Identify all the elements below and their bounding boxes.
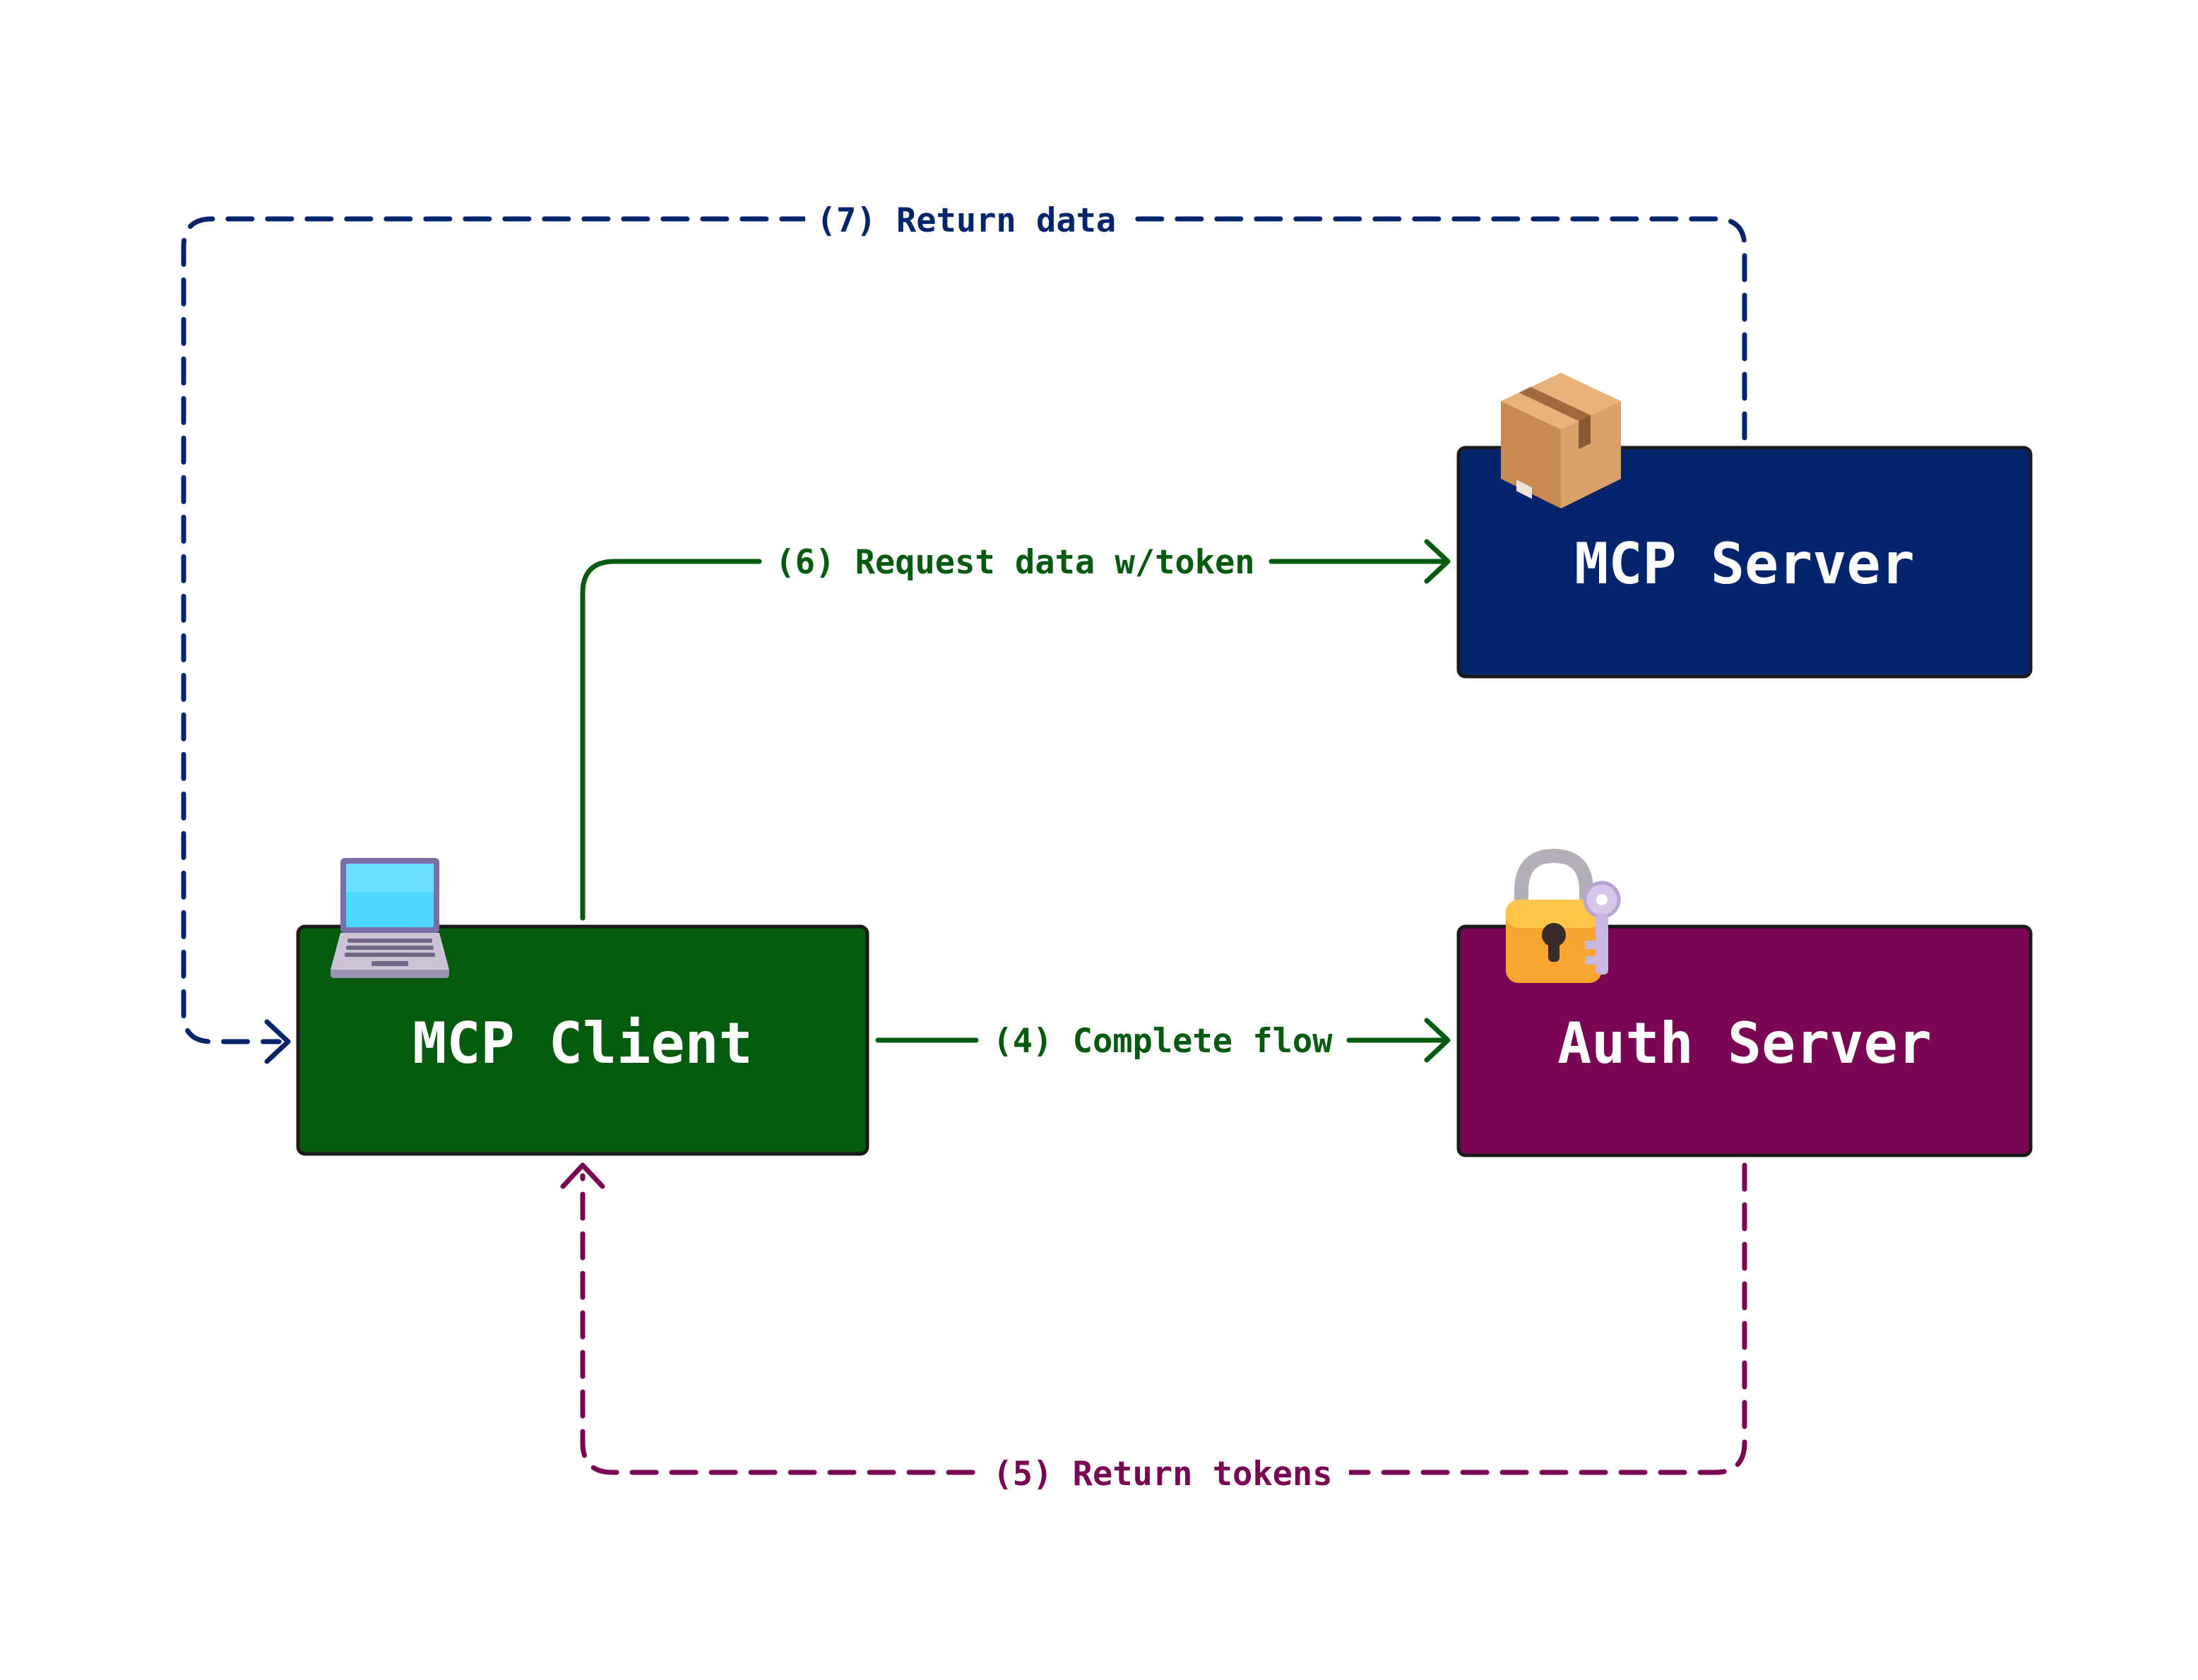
- edge-return-tokens: (5) Return tokens: [560, 1162, 1747, 1495]
- edge-label-return-data: (7) Return data: [816, 201, 1116, 240]
- node-auth-server: Auth Server: [1456, 924, 2033, 1157]
- edge-request-data: (6) Request data w/token: [580, 539, 1451, 921]
- edge-label-return-tokens: (5) Return tokens: [992, 1455, 1332, 1494]
- node-label-auth-server: Auth Server: [1557, 1011, 1932, 1076]
- node-label-mcp-server: MCP Server: [1574, 531, 1915, 597]
- arrowhead-complete-flow: [1424, 1018, 1451, 1063]
- edge-label-request-data: (6) Request data w/token: [775, 543, 1254, 582]
- node-mcp-client: MCP Client: [296, 924, 869, 1156]
- edge-label-complete-flow: (4) Complete flow: [992, 1022, 1333, 1061]
- node-label-mcp-client: MCP Client: [412, 1011, 753, 1076]
- laptop-icon: [331, 858, 449, 978]
- edge-complete-flow: (4) Complete flow: [875, 1018, 1451, 1063]
- locked-with-key-icon: [1506, 848, 1621, 983]
- arrowhead-request-data: [1424, 539, 1451, 584]
- arrowhead-return-data: [264, 1019, 291, 1064]
- edge-return-data: (7) Return data: [181, 196, 1747, 1064]
- arrowhead-return-tokens: [560, 1162, 605, 1189]
- package-icon: [1501, 373, 1621, 508]
- node-mcp-server: MCP Server: [1456, 446, 2033, 679]
